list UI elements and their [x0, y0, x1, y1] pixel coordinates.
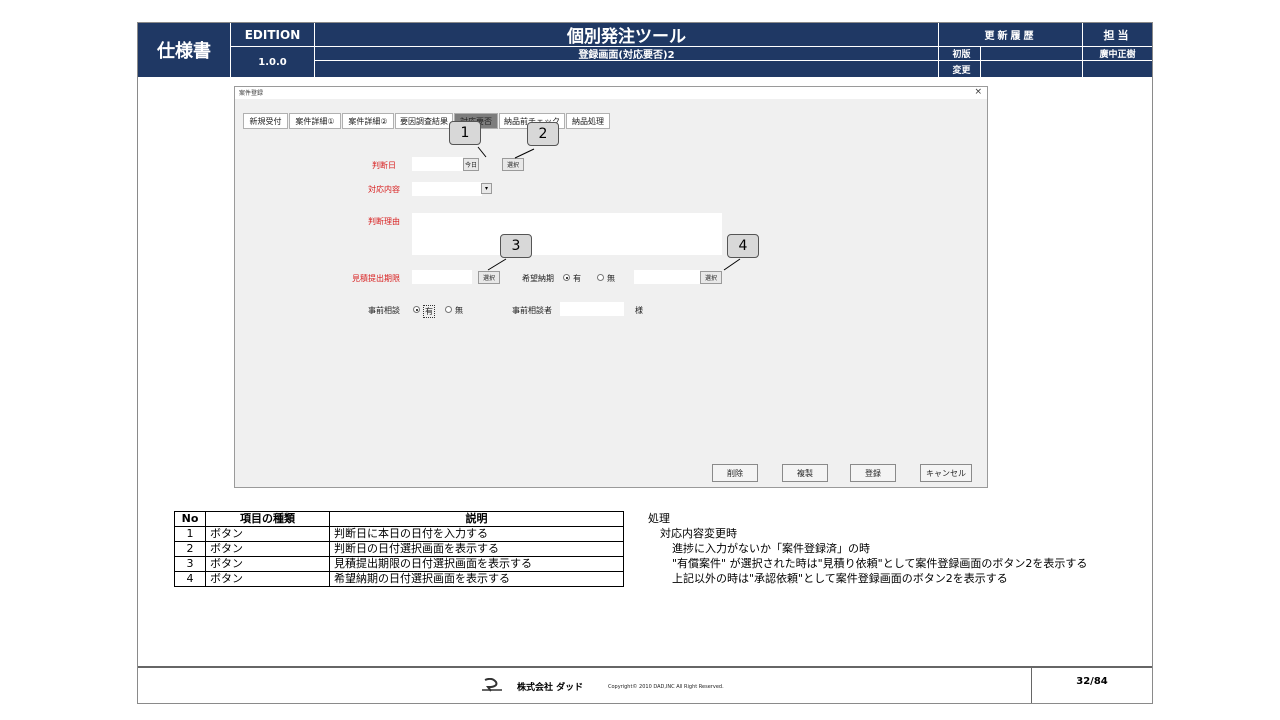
- prior-consult-yes-label: 有: [423, 305, 435, 318]
- table-cell-desc: 判断日に本日の日付を入力する: [329, 526, 624, 542]
- table-header-desc: 説明: [329, 511, 624, 527]
- history-label: 更新履歴: [938, 23, 1082, 47]
- owner-label: 担当: [1082, 23, 1152, 47]
- honorific-label: 様: [635, 306, 643, 315]
- table-cell-kind: ボタン: [205, 526, 330, 542]
- tab-delivery-process[interactable]: 納品処理: [566, 113, 610, 129]
- items-table: No 項目の種類 説明 1 ボタン 判断日に本日の日付を入力する 2 ボタン 判…: [174, 511, 624, 587]
- judge-date-label: 判断日: [372, 161, 396, 170]
- prior-consult-label: 事前相談: [368, 306, 400, 315]
- estimate-deadline-label: 見積提出期限: [352, 274, 400, 283]
- version-number: 1.0.0: [230, 47, 314, 77]
- tool-title: 個別発注ツール: [314, 23, 938, 47]
- spec-header: 仕様書 EDITION 1.0.0 個別発注ツール 登録画面(対応要否)2 更新…: [138, 23, 1152, 77]
- table-cell-kind: ボタン: [205, 541, 330, 557]
- callout-2: 2: [527, 122, 559, 146]
- table-cell-no: 4: [174, 571, 206, 587]
- table-header-kind: 項目の種類: [205, 511, 330, 527]
- tab-case-detail-2[interactable]: 案件詳細②: [342, 113, 394, 129]
- copyright-text: Copyright© 2010 DAD,INC All Right Reserv…: [608, 684, 724, 690]
- header-blank-row: [314, 61, 938, 77]
- prior-consult-yes-radio[interactable]: [413, 306, 420, 313]
- prior-consult-no-radio[interactable]: [445, 306, 452, 313]
- register-button[interactable]: 登録: [850, 464, 896, 482]
- prior-consult-no-label: 無: [455, 306, 463, 315]
- consultant-input[interactable]: [560, 302, 624, 316]
- callout-1: 1: [449, 121, 481, 145]
- desired-delivery-select-button[interactable]: 選択: [700, 271, 722, 284]
- page-number: 32/84: [1031, 668, 1152, 703]
- today-button[interactable]: 今日: [463, 158, 479, 171]
- company-name: 株式会社 ダッド: [517, 683, 584, 693]
- screen-title: 登録画面(対応要否)2: [314, 47, 938, 61]
- notes-line-2: 進捗に入力がないか「案件登録済」の時: [672, 542, 870, 555]
- tab-new-intake[interactable]: 新規受付: [243, 113, 288, 129]
- change-value: [980, 61, 1082, 77]
- table-cell-no: 1: [174, 526, 206, 542]
- desired-delivery-no-radio[interactable]: [597, 274, 604, 281]
- first-edition-value: [980, 47, 1082, 61]
- judge-date-select-button[interactable]: 選択: [502, 158, 524, 171]
- owner-name: 廣中正樹: [1082, 47, 1152, 61]
- desired-delivery-yes-radio[interactable]: [563, 274, 570, 281]
- judge-reason-textarea[interactable]: [412, 213, 722, 255]
- tab-case-detail-1[interactable]: 案件詳細①: [289, 113, 341, 129]
- edition-label: EDITION: [230, 23, 314, 47]
- table-cell-kind: ボタン: [205, 571, 330, 587]
- company-logo-icon: [482, 678, 502, 692]
- callout-3: 3: [500, 234, 532, 258]
- table-row: 1 ボタン 判断日に本日の日付を入力する: [174, 526, 624, 542]
- dialog-titlebar: 案件登録 ×: [235, 87, 987, 99]
- response-content-select[interactable]: [412, 182, 482, 196]
- owner-blank: [1082, 61, 1152, 77]
- processing-notes: 処理 対応内容変更時 進捗に入力がないか「案件登録済」の時 "有償案件" が選択…: [648, 511, 1087, 586]
- change-label: 変更: [938, 61, 980, 77]
- table-header-row: No 項目の種類 説明: [174, 511, 624, 527]
- spec-label: 仕様書: [157, 41, 211, 62]
- chevron-down-icon[interactable]: ▾: [481, 183, 492, 194]
- judge-date-input[interactable]: [412, 157, 463, 171]
- table-row: 4 ボタン 希望納期の日付選択画面を表示する: [174, 571, 624, 587]
- notes-title: 処理: [648, 512, 670, 525]
- table-row: 3 ボタン 見積提出期限の日付選択画面を表示する: [174, 556, 624, 572]
- tab-cause-investigation[interactable]: 要因調査結果: [395, 113, 453, 129]
- delete-button[interactable]: 削除: [712, 464, 758, 482]
- notes-line-3: "有償案件" が選択された時は"見積り依頼"として案件登録画面のボタン2を表示す…: [672, 557, 1088, 570]
- desired-delivery-label: 希望納期: [522, 274, 554, 283]
- table-cell-no: 3: [174, 556, 206, 572]
- close-icon[interactable]: ×: [974, 87, 982, 97]
- table-cell-desc: 希望納期の日付選択画面を表示する: [329, 571, 624, 587]
- table-cell-desc: 判断日の日付選択画面を表示する: [329, 541, 624, 557]
- dialog-title: 案件登録: [239, 90, 264, 97]
- case-registration-dialog: 案件登録 × 新規受付 案件詳細① 案件詳細② 要因調査結果 対応要否 納品前チ…: [234, 86, 988, 488]
- spec-page: 仕様書 EDITION 1.0.0 個別発注ツール 登録画面(対応要否)2 更新…: [137, 22, 1153, 704]
- copy-button[interactable]: 複製: [782, 464, 828, 482]
- estimate-deadline-input[interactable]: [412, 270, 472, 284]
- table-row: 2 ボタン 判断日の日付選択画面を表示する: [174, 541, 624, 557]
- consultant-label: 事前相談者: [512, 306, 552, 315]
- first-edition-label: 初版: [938, 47, 980, 61]
- notes-line-1: 対応内容変更時: [660, 527, 737, 540]
- callout-4: 4: [727, 234, 759, 258]
- desired-delivery-input[interactable]: [634, 270, 700, 284]
- page-footer: 株式会社 ダッド Copyright© 2010 DAD,INC All Rig…: [138, 666, 1152, 703]
- judge-reason-label: 判断理由: [368, 217, 400, 226]
- table-cell-kind: ボタン: [205, 556, 330, 572]
- desired-delivery-yes-label: 有: [573, 274, 581, 283]
- response-content-label: 対応内容: [368, 185, 400, 194]
- cancel-button[interactable]: キャンセル: [920, 464, 972, 482]
- table-cell-desc: 見積提出期限の日付選択画面を表示する: [329, 556, 624, 572]
- table-cell-no: 2: [174, 541, 206, 557]
- table-header-no: No: [174, 511, 206, 527]
- desired-delivery-no-label: 無: [607, 274, 615, 283]
- estimate-deadline-select-button[interactable]: 選択: [478, 271, 500, 284]
- notes-line-4: 上記以外の時は"承認依頼"として案件登録画面のボタン2を表示する: [672, 572, 1008, 585]
